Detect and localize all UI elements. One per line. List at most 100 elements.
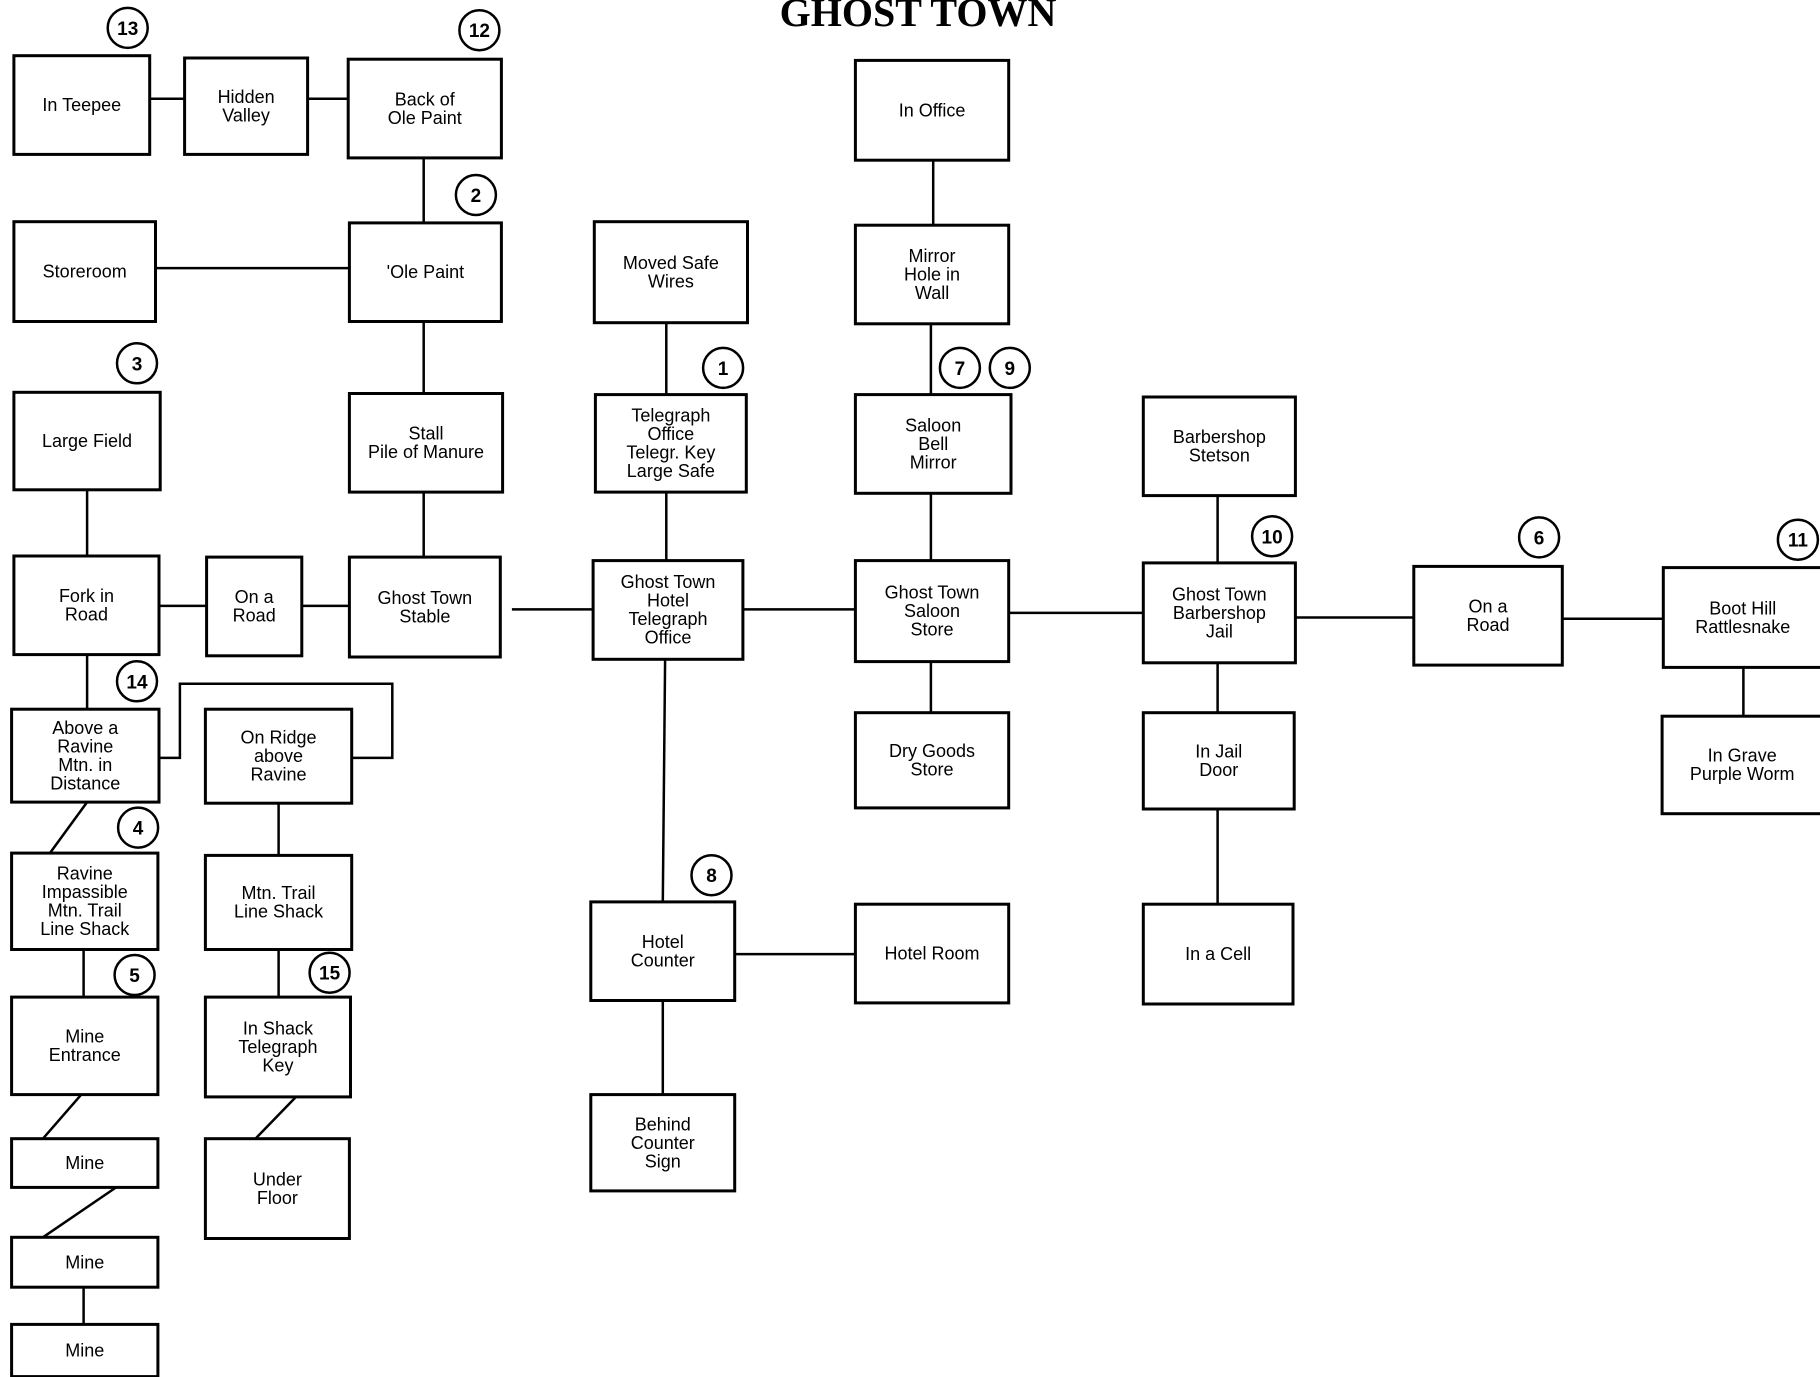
- room-label-line: Road: [1467, 615, 1510, 635]
- room-label-line: Back of: [395, 89, 456, 109]
- room-box: [1141, 561, 1297, 665]
- connection-line: [42, 1186, 117, 1239]
- room-label-line: Ghost Town: [885, 583, 980, 603]
- room-box: [589, 1093, 737, 1193]
- room-box: [1412, 564, 1564, 667]
- room-label-line: Hidden: [218, 87, 275, 107]
- room-label-line: Hotel: [642, 932, 684, 952]
- connection-line: [48, 801, 89, 854]
- room-hotel-room: Hotel Room: [853, 902, 1011, 1005]
- room-box: [347, 221, 503, 323]
- marker-circle: [1517, 516, 1561, 559]
- room-label-line: Ravine: [251, 765, 307, 785]
- room-label-line: Telegraph: [631, 406, 710, 426]
- marker-circle: [988, 346, 1032, 390]
- room-label-line: Bell: [918, 434, 948, 454]
- room-label-line: On a: [235, 587, 275, 607]
- marker-circle: [1250, 515, 1294, 558]
- room-box: [203, 995, 352, 1099]
- room-box: [1661, 566, 1820, 669]
- marker-circle: [113, 953, 156, 997]
- room-label-line: Boot Hill: [1709, 598, 1776, 618]
- room-box: [12, 390, 162, 492]
- room-label-line: On Ridge: [241, 728, 317, 748]
- room-box: [1660, 714, 1820, 816]
- marker-number: 10: [1262, 527, 1283, 548]
- room-box: [853, 223, 1011, 326]
- marker-number: 15: [319, 964, 341, 985]
- room-label-line: Road: [233, 606, 276, 626]
- room-box: [205, 555, 304, 658]
- room-label-line: Fork in: [59, 586, 114, 606]
- room-box: [12, 554, 161, 657]
- step-marker-7: 7: [938, 346, 982, 390]
- room-box: [203, 853, 354, 952]
- room-label-line: Mtn. in: [58, 755, 112, 775]
- room-label-line: Ravine: [57, 736, 113, 756]
- marker-circle: [115, 342, 159, 385]
- marker-number: 5: [129, 966, 140, 987]
- room-label-line: In Jail: [1195, 742, 1242, 762]
- room-label-line: Telegr. Key: [626, 443, 715, 463]
- marker-circle: [116, 806, 160, 849]
- marker-number: 6: [1534, 528, 1545, 549]
- room-label-line: Mirror: [909, 246, 956, 266]
- room-label-line: Ole Paint: [388, 108, 462, 128]
- room-label-line: Stetson: [1189, 446, 1250, 466]
- room-label-line: Road: [65, 605, 108, 625]
- room-label-line: Mtn. Trail: [48, 901, 122, 921]
- room-box: [853, 58, 1011, 162]
- room-label-line: Entrance: [49, 1045, 121, 1065]
- room-box: [12, 54, 152, 156]
- marker-circle: [701, 346, 745, 390]
- marker-number: 14: [126, 672, 148, 693]
- marker-number: 1: [718, 359, 729, 380]
- room-box: [203, 1137, 351, 1240]
- marker-circle: [308, 951, 351, 994]
- room-label-line: Floor: [257, 1188, 298, 1208]
- room-box: [1141, 395, 1297, 498]
- room-box: [853, 711, 1011, 810]
- step-marker-4: 4: [116, 806, 160, 849]
- marker-circle: [1776, 518, 1820, 561]
- step-marker-8: 8: [690, 853, 733, 897]
- room-label-line: Mine: [65, 1252, 104, 1272]
- room-label-line: Distance: [50, 773, 120, 793]
- step-marker-12: 12: [458, 8, 501, 52]
- room-box: [346, 57, 503, 160]
- room-box: [10, 707, 161, 804]
- marker-number: 9: [1005, 359, 1016, 380]
- room-label-line: Door: [1199, 760, 1238, 780]
- map-title: GHOST TOWN: [780, 0, 1057, 35]
- room-label-line: Behind: [635, 1114, 691, 1134]
- step-marker-5: 5: [113, 953, 156, 997]
- room-label-line: Mine: [65, 1153, 104, 1173]
- room-label-line: Counter: [631, 1133, 695, 1153]
- room-label-line: Office: [645, 628, 692, 648]
- room-in-teepee: In Teepee: [12, 54, 152, 156]
- room-box: [1141, 711, 1296, 811]
- room-label-line: Line Shack: [234, 902, 324, 922]
- room-mine-1: Mine: [10, 1137, 160, 1189]
